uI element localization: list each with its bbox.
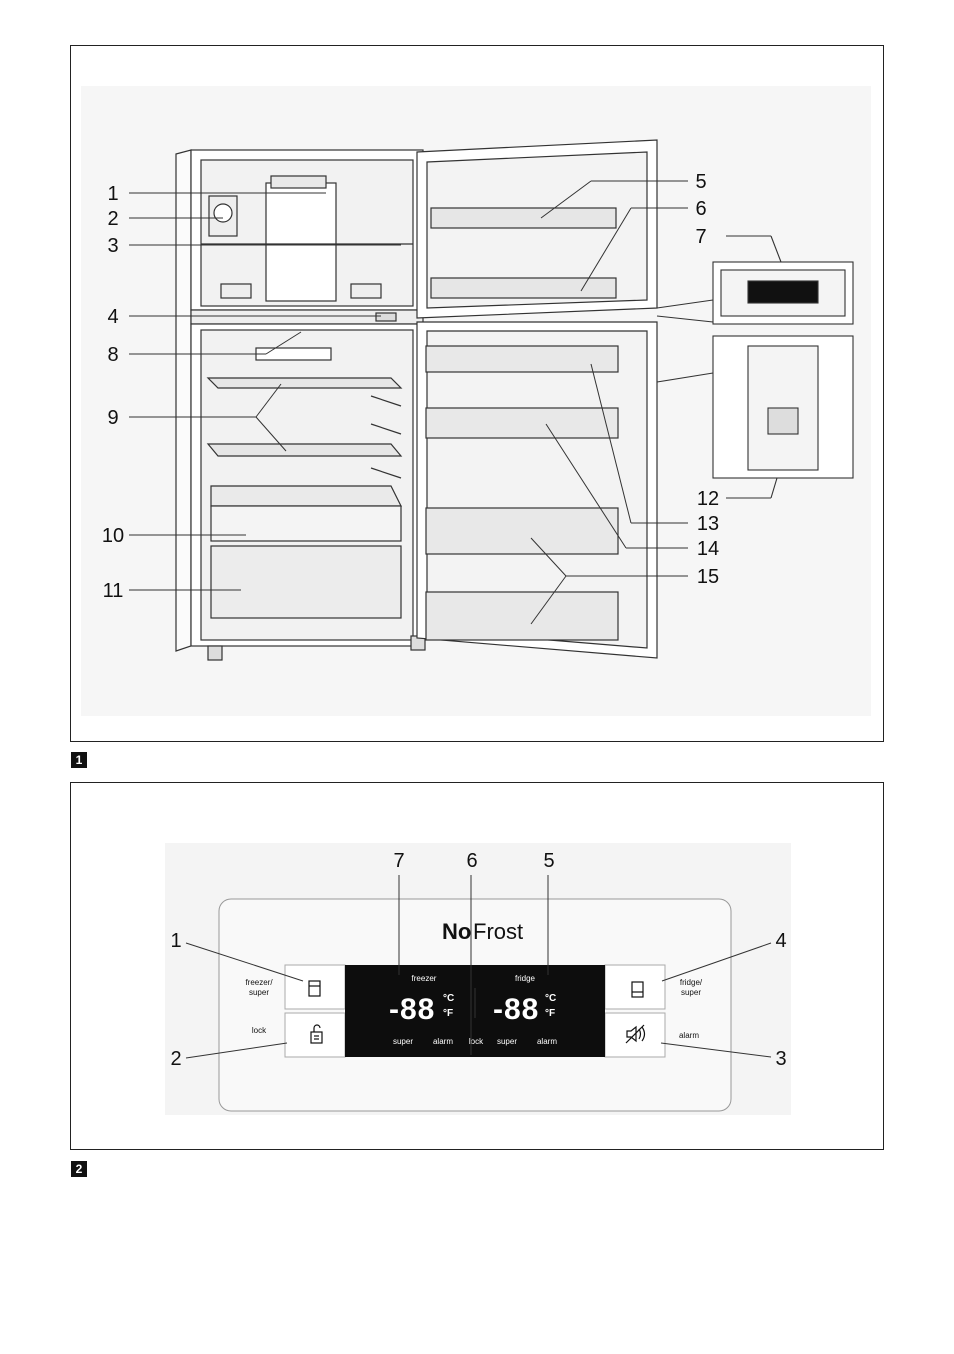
callout-5: 5 bbox=[695, 171, 706, 193]
freezer-icon bbox=[308, 980, 321, 997]
lcd-fridge-unit-c: °C bbox=[545, 993, 556, 1004]
figure-1-frame: 1 2 3 4 8 9 10 11 5 6 7 12 13 14 15 bbox=[70, 45, 884, 742]
lcd-freezer-temp: -88 bbox=[389, 993, 435, 1026]
fridge-icon bbox=[631, 981, 644, 998]
lcd-alarm-left: alarm bbox=[433, 1037, 453, 1046]
panel-callout-2: 2 bbox=[170, 1048, 181, 1070]
display-inset bbox=[656, 235, 854, 325]
figure-1-badge: 1 bbox=[71, 752, 87, 768]
brand-no: No bbox=[442, 919, 471, 944]
panel-callout-7: 7 bbox=[393, 850, 404, 872]
label-freezer-super-1: freezer/ bbox=[245, 978, 273, 987]
panel-callout-4: 4 bbox=[775, 930, 786, 952]
lock-button[interactable] bbox=[285, 1013, 345, 1057]
callout-2: 2 bbox=[107, 208, 118, 230]
alarm-mute-icon bbox=[625, 1024, 646, 1044]
callout-15: 15 bbox=[697, 566, 719, 588]
figure-2-frame: No Frost bbox=[70, 782, 884, 1150]
label-fridge-super-1: fridge/ bbox=[680, 978, 703, 987]
lcd-alarm-right: alarm bbox=[537, 1037, 557, 1046]
dispenser-inset bbox=[656, 335, 854, 499]
callout-13: 13 bbox=[697, 513, 719, 535]
lcd-fridge-temp: -88 bbox=[493, 993, 539, 1026]
label-fridge-super-2: super bbox=[681, 988, 701, 997]
leader-lines-panel bbox=[185, 875, 772, 1059]
lcd-super-left: super bbox=[393, 1037, 413, 1046]
label-alarm: alarm bbox=[679, 1031, 699, 1040]
leader-lines-right bbox=[530, 180, 688, 625]
alarm-button[interactable] bbox=[605, 1013, 665, 1057]
lcd-freezer-title: freezer bbox=[412, 974, 437, 983]
panel-callout-1: 1 bbox=[170, 930, 181, 952]
lcd-freezer-unit-c: °C bbox=[443, 993, 454, 1004]
panel-callout-5: 5 bbox=[543, 850, 554, 872]
panel-callout-6: 6 bbox=[466, 850, 477, 872]
lcd-freezer-unit-f: °F bbox=[443, 1008, 453, 1019]
figure-2-badge: 2 bbox=[71, 1161, 87, 1177]
panel-callout-3: 3 bbox=[775, 1048, 786, 1070]
lcd-super-right: super bbox=[497, 1037, 517, 1046]
control-panel-diagram: No Frost bbox=[165, 843, 791, 1115]
leader-lines-left bbox=[129, 192, 401, 591]
callout-1: 1 bbox=[107, 183, 118, 205]
callout-11: 11 bbox=[103, 580, 124, 602]
freezer-super-button[interactable] bbox=[285, 965, 345, 1009]
callout-3: 3 bbox=[107, 235, 118, 257]
fridge-body bbox=[175, 149, 426, 661]
lock-icon bbox=[310, 1024, 323, 1044]
callout-14: 14 bbox=[697, 538, 719, 560]
label-freezer-super-2: super bbox=[249, 988, 269, 997]
freezer-door bbox=[416, 139, 658, 319]
lcd-display: freezer fridge -88 -88 °C °F °C °F super… bbox=[345, 965, 605, 1057]
fridge-door bbox=[416, 321, 658, 659]
callout-4: 4 bbox=[107, 306, 118, 328]
callout-6: 6 bbox=[695, 198, 706, 220]
brand-frost: Frost bbox=[473, 919, 523, 944]
fridge-super-button[interactable] bbox=[605, 965, 665, 1009]
callout-12: 12 bbox=[697, 488, 719, 510]
lcd-lock: lock bbox=[469, 1037, 484, 1046]
left-button-column bbox=[284, 964, 346, 1058]
callout-8: 8 bbox=[107, 344, 118, 366]
lcd-fridge-unit-f: °F bbox=[545, 1008, 555, 1019]
callout-9: 9 bbox=[107, 407, 118, 429]
fridge-overview-diagram: 1 2 3 4 8 9 10 11 5 6 7 12 13 14 15 bbox=[81, 86, 871, 716]
lcd-fridge-title: fridge bbox=[515, 974, 536, 983]
callout-7: 7 bbox=[695, 226, 706, 248]
callout-10: 10 bbox=[102, 525, 124, 547]
label-lock: lock bbox=[252, 1026, 267, 1035]
